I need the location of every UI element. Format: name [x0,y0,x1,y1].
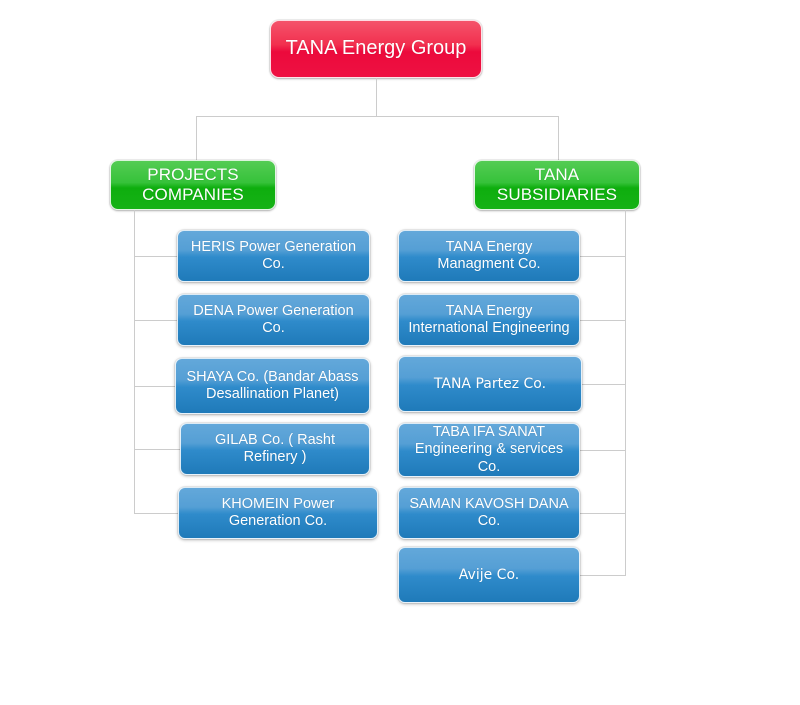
node-tana-partez[interactable]: TANA Partez Co. [398,356,582,412]
connector-left-stub-1 [134,256,177,257]
node-projects-companies[interactable]: PROJECTS COMPANIES [110,160,276,210]
node-label: TANA Partez Co. [433,375,547,392]
connector-left-stub-4 [134,449,180,450]
node-tana-subsidiaries[interactable]: TANA SUBSIDIARIES [474,160,640,210]
node-label: HERIS Power Generation Co. [190,238,357,272]
connector-right-stub-5 [580,513,625,514]
connector-right-stub-3 [582,384,625,385]
node-label: TANA SUBSIDIARIES [496,164,618,204]
connector-right-stub-2 [580,320,625,321]
connector-root-bus [196,116,558,117]
connector-root-stem [376,78,377,116]
node-tana-energy-international[interactable]: TANA Energy International Engineering [398,294,580,346]
connector-left-stub-3 [134,386,175,387]
node-heris[interactable]: HERIS Power Generation Co. [177,230,370,282]
node-label-line2: International Engineering [408,320,570,336]
node-label-line2: Engineering & services Co. [414,441,564,475]
node-label-line1: SHAYA Co. (Bandar Abass [186,368,359,385]
node-label: KHOMEIN Power Generation Co. [221,495,335,529]
connector-left-stub-5 [134,513,178,514]
node-taba-ifa-sanat[interactable]: TABA IFA SANAT Engineering & services Co… [398,423,580,477]
connector-left-stub-2 [134,320,177,321]
connector-to-projects-companies [196,116,197,160]
node-label: DENA Power Generation Co. [193,302,354,336]
node-label: Avije Co. [458,566,520,583]
node-label: GILAB Co. ( Rasht Refinery ) [214,431,336,465]
connector-right-stub-4 [580,450,625,451]
node-label-line2: Managment Co. [437,256,541,272]
node-label-line1: TANA Energy [445,302,533,319]
node-label-line2: Desallination Planet) [206,386,339,402]
node-shaya[interactable]: SHAYA Co. (Bandar Abass Desallination Pl… [175,358,370,414]
connector-right-spine [625,210,626,576]
node-gilab[interactable]: GILAB Co. ( Rasht Refinery ) [180,423,370,475]
node-saman-kavosh-dana[interactable]: SAMAN KAVOSH DANA Co. [398,487,580,539]
connector-to-tana-subsidiaries [558,116,559,160]
connector-right-stub-1 [580,256,625,257]
node-label: TANA Energy Group [285,37,467,60]
node-tana-energy-group[interactable]: TANA Energy Group [270,20,482,78]
node-tana-energy-management[interactable]: TANA Energy Managment Co. [398,230,580,282]
connector-right-stub-6 [580,575,625,576]
node-label-line1: TANA Energy [445,238,533,255]
node-label-line1: TABA IFA SANAT [432,424,546,441]
node-khomein[interactable]: KHOMEIN Power Generation Co. [178,487,378,539]
node-dena[interactable]: DENA Power Generation Co. [177,294,370,346]
node-label: SAMAN KAVOSH DANA Co. [409,495,569,529]
connector-left-spine [134,210,135,514]
node-label: PROJECTS COMPANIES [142,164,244,204]
node-avije[interactable]: Avije Co. [398,547,580,603]
